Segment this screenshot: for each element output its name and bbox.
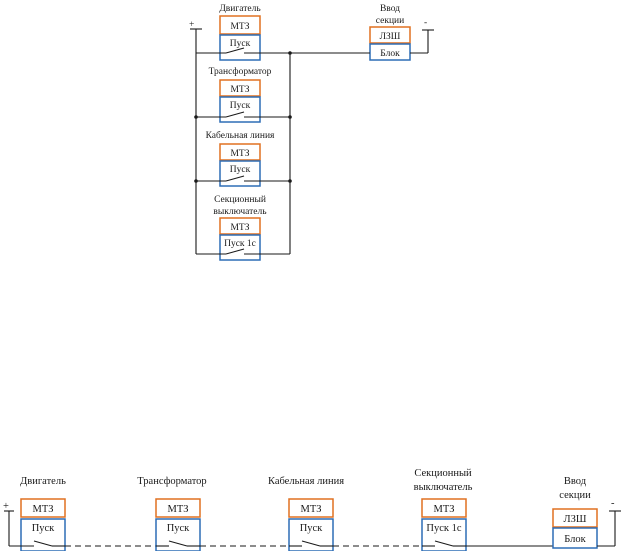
bottom-scheme: + Двигатель МТЗ Пуск Трансформатор МТЗ П…: [3, 468, 621, 551]
top-input-relay-box: [369, 26, 411, 44]
top-feeder-label: Кабельная линия: [206, 130, 275, 141]
top-relay-box: [219, 79, 261, 97]
bottom-relay-text: МТЗ: [32, 504, 53, 515]
top-relay-text: МТЗ: [230, 85, 249, 95]
top-feeder-label-line1: Секционный: [214, 194, 266, 205]
bottom-relay-box: [288, 498, 334, 518]
top-feeder-label: Двигатель: [219, 4, 261, 14]
top-minus-sign: -: [424, 18, 427, 28]
bottom-relay-box: [421, 498, 467, 518]
top-scheme: + Двигатель МТЗ Пуск Трансформатор МТЗ П…: [189, 4, 434, 261]
top-relay-text: МТЗ: [230, 223, 249, 233]
bottom-relay-box: [20, 498, 66, 518]
top-contact-text: Пуск: [230, 101, 251, 111]
bottom-relay-text: МТЗ: [300, 504, 321, 515]
top-feeder-label: Трансформатор: [209, 66, 272, 77]
top-input-contact-box: [369, 43, 411, 61]
top-contact-switch: [225, 47, 245, 54]
bottom-feeder-label-line1: Секционный: [414, 468, 472, 479]
bottom-feeder-label: Двигатель: [20, 476, 66, 487]
top-contact-switch: [225, 248, 245, 255]
top-contact-box: [219, 234, 261, 261]
top-contact-switch: [225, 111, 245, 118]
top-contact-text: Пуск 1с: [224, 239, 256, 249]
bottom-relay-text: МТЗ: [167, 504, 188, 515]
bottom-feeder-label: Кабельная линия: [268, 476, 344, 487]
bottom-relay-text: МТЗ: [433, 504, 454, 515]
bottom-contact-text: Пуск: [167, 523, 190, 534]
bottom-feeder-transformer: Трансформатор МТЗ Пуск: [137, 476, 207, 551]
top-contact-switch: [225, 175, 245, 182]
bottom-relay-box: [155, 498, 201, 518]
top-contact-box: [219, 34, 261, 61]
bottom-contact-text: Пуск 1с: [426, 523, 461, 534]
junction-dot: [194, 115, 198, 119]
top-feeder-transformer: Трансформатор МТЗ Пуск: [196, 66, 290, 123]
bottom-contact-switch: [301, 540, 321, 547]
bottom-plus-sign: +: [3, 501, 9, 512]
top-contact-box: [219, 160, 261, 187]
bottom-feeder-label-line2: выключатель: [414, 482, 473, 493]
top-contact-text: Пуск: [230, 165, 251, 175]
top-feeder-label-line2: выключатель: [213, 207, 267, 217]
top-feeder-cable: Кабельная линия МТЗ Пуск: [196, 130, 290, 187]
top-feeder-motor: Двигатель МТЗ Пуск: [196, 4, 290, 61]
bottom-feeder-label: Трансформатор: [137, 476, 206, 487]
top-relay-text: МТЗ: [230, 149, 249, 159]
top-contact-text: Пуск: [230, 39, 251, 49]
top-input-relay-text: ЛЗШ: [380, 32, 401, 42]
junction-dot: [194, 179, 198, 183]
bottom-contact-switch: [33, 540, 53, 547]
bottom-input-relay-text: ЛЗШ: [564, 514, 587, 525]
bottom-contact-text: Пуск: [300, 523, 323, 534]
top-relay-box: [219, 217, 261, 235]
top-input-contact-text: Блок: [380, 49, 400, 59]
bottom-input-contact-box: [552, 527, 598, 549]
bottom-feeder-sectional-breaker: Секционный выключатель МТЗ Пуск 1с: [414, 468, 473, 551]
bottom-minus-sign: -: [611, 498, 615, 509]
top-contact-box: [219, 96, 261, 123]
bottom-input-relay-box: [552, 508, 598, 528]
top-input-label-line2: секции: [376, 16, 404, 26]
bottom-contact-switch: [434, 540, 454, 547]
bottom-feeder-motor: Двигатель МТЗ Пуск: [9, 476, 66, 551]
bottom-contact-text: Пуск: [32, 523, 55, 534]
top-relay-box: [219, 143, 261, 161]
top-feeder-sectional-breaker: Секционный выключатель МТЗ Пуск 1с: [196, 194, 290, 261]
bottom-input-label-line1: Ввод: [564, 476, 587, 487]
junction-dot: [288, 115, 292, 119]
top-plus-sign: +: [189, 20, 194, 30]
bottom-input-label-line2: секции: [559, 490, 591, 501]
top-relay-text: МТЗ: [230, 22, 249, 32]
top-relay-box: [219, 15, 261, 35]
bottom-contact-switch: [168, 540, 188, 547]
bottom-input-section: Ввод секции ЛЗШ Блок -: [552, 476, 621, 549]
bottom-feeder-cable: Кабельная линия МТЗ Пуск: [268, 476, 344, 551]
junction-dot: [288, 179, 292, 183]
top-input-label-line1: Ввод: [380, 4, 400, 14]
top-input-section: Ввод секции ЛЗШ Блок -: [290, 4, 434, 61]
bottom-input-contact-text: Блок: [564, 534, 586, 545]
